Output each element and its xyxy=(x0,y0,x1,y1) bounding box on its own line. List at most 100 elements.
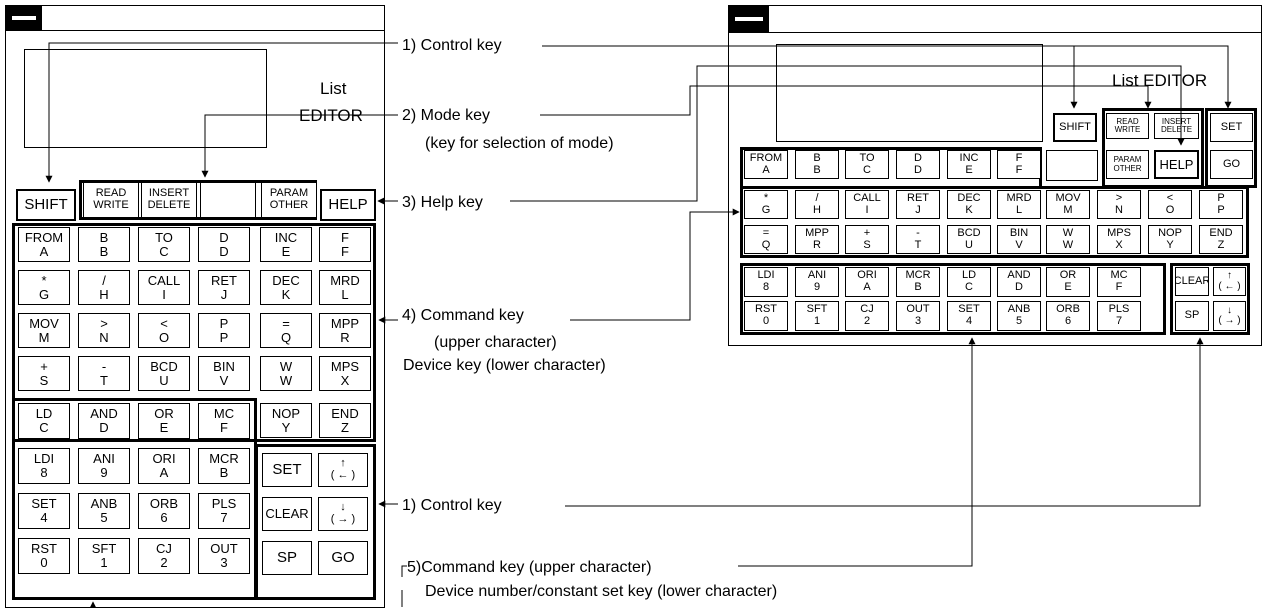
sp-key[interactable]: SP xyxy=(262,541,312,575)
right-up-left-arrow-key[interactable]: ↑( ← ) xyxy=(1213,267,1246,296)
command-key-x-h[interactable]: /H xyxy=(78,270,130,305)
command-key-x-q[interactable]: =Q xyxy=(260,313,312,348)
command-key-x-g[interactable]: *G xyxy=(18,270,70,305)
right-blank-key[interactable] xyxy=(1046,150,1098,181)
right-clear-key[interactable]: CLEAR xyxy=(1175,267,1209,296)
go-key[interactable]: GO xyxy=(318,541,368,575)
shift-key[interactable]: SHIFT xyxy=(16,189,76,221)
up-left-arrow-key[interactable]: ↑( ← ) xyxy=(318,453,368,487)
mode-key-blank[interactable] xyxy=(200,182,256,218)
right-go-key[interactable]: GO xyxy=(1210,150,1253,179)
right-command-key-x-t[interactable]: -T xyxy=(896,225,940,254)
command-key-x-s[interactable]: +S xyxy=(18,356,70,391)
set-key[interactable]: SET xyxy=(262,453,312,487)
command-key-x-n[interactable]: >N xyxy=(78,313,130,348)
right-command-key-x-q[interactable]: =Q xyxy=(744,225,788,254)
help-key[interactable]: HELP xyxy=(320,189,376,221)
command-key-x-o[interactable]: <O xyxy=(138,313,190,348)
right-command-key-x-o[interactable]: <O xyxy=(1148,190,1192,219)
command-key-x-t[interactable]: -T xyxy=(78,356,130,391)
down-right-arrow-key[interactable]: ↓( → ) xyxy=(318,497,368,531)
right-shift-key[interactable]: SHIFT xyxy=(1053,113,1097,142)
right-command-key-x-n[interactable]: >N xyxy=(1097,190,1141,219)
clear-key[interactable]: CLEAR xyxy=(262,497,312,531)
right-help-key[interactable]: HELP xyxy=(1154,150,1199,179)
right-command-key-x-g[interactable]: *G xyxy=(744,190,788,219)
right-command-key-x-h[interactable]: /H xyxy=(795,190,839,219)
right-window-menu-button[interactable] xyxy=(729,6,769,32)
right-command-key-x-s[interactable]: +S xyxy=(845,225,889,254)
right-sp-key[interactable]: SP xyxy=(1175,301,1209,331)
